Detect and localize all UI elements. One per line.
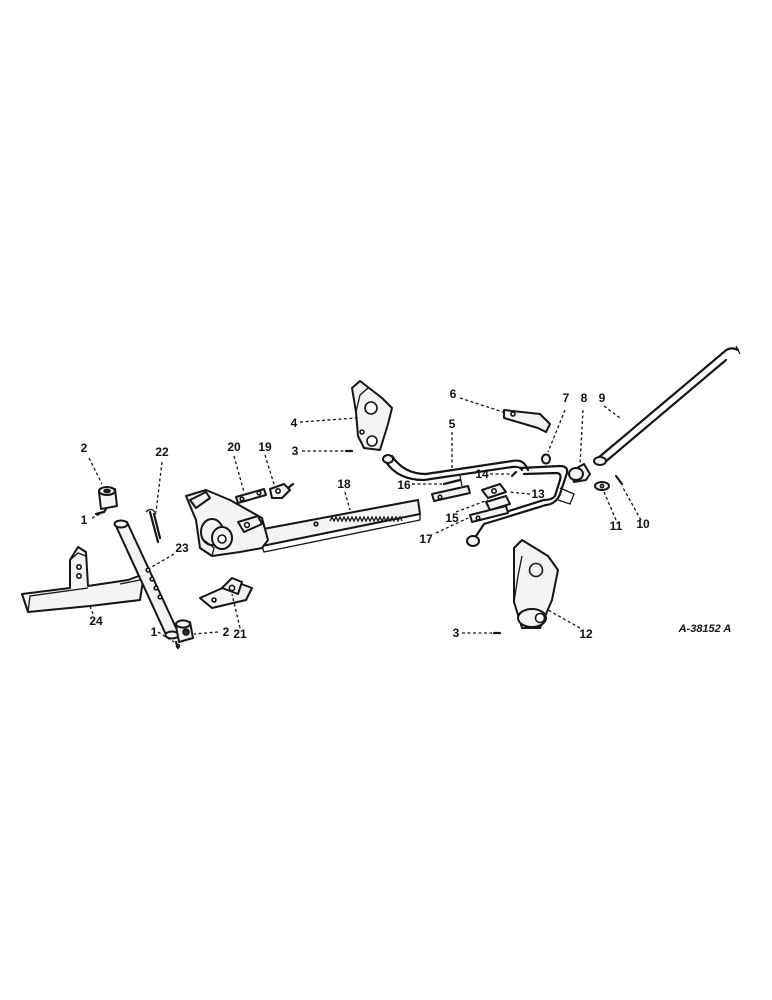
leader-22 — [155, 461, 163, 513]
callout-22: 22 — [155, 445, 169, 459]
callout-18: 18 — [337, 477, 351, 491]
callout-7: 7 — [563, 391, 570, 405]
leader-15 — [455, 499, 489, 513]
callout-21: 21 — [233, 627, 247, 641]
callout-23: 23 — [175, 541, 189, 555]
callout-4: 4 — [291, 416, 298, 430]
callout-14: 14 — [475, 467, 489, 481]
leader-4 — [299, 417, 357, 423]
part-10-pin — [614, 474, 624, 486]
callout-11: 11 — [610, 519, 623, 533]
leader-lines — [88, 397, 642, 643]
leader-7 — [547, 409, 566, 453]
callout-9: 9 — [599, 391, 606, 405]
leader-19 — [264, 454, 275, 485]
leader-10 — [621, 485, 642, 521]
callout-8: 8 — [581, 391, 588, 405]
callout-12: 12 — [579, 627, 593, 641]
part-8-coupling — [568, 463, 591, 483]
leader-8 — [579, 409, 584, 465]
part-13-clevis — [481, 483, 511, 511]
callout-3-upper: 3 — [292, 444, 299, 458]
leader-24 — [89, 605, 94, 615]
leader-17 — [435, 517, 469, 534]
callout-1-upper: 1 — [81, 513, 88, 527]
part-14-pin — [510, 470, 518, 478]
part-2-collar-lower — [175, 619, 194, 643]
leader-6 — [459, 397, 507, 414]
callout-2-upper: 2 — [81, 441, 88, 455]
part-24-bracket — [21, 546, 145, 613]
part-17-link — [469, 505, 509, 523]
part-1-set-screw-lower — [174, 640, 181, 650]
part-20-link — [235, 488, 267, 504]
drawing-reference: A-38152 A — [678, 623, 732, 635]
callout-6: 6 — [450, 387, 457, 401]
leader-11 — [603, 491, 617, 521]
part-1-set-screw-upper — [94, 507, 108, 516]
callout-10: 10 — [636, 517, 650, 531]
callout-labels: 2 1 22 23 24 1 2 20 19 18 21 4 3 5 6 7 8… — [81, 387, 732, 641]
leader-20 — [233, 455, 245, 493]
leader-2-lower — [193, 631, 219, 635]
leader-1-upper — [91, 513, 101, 519]
leader-9 — [603, 405, 621, 419]
callout-24: 24 — [89, 614, 103, 628]
part-11-washer — [594, 481, 610, 491]
callout-5: 5 — [449, 417, 456, 431]
part-16-bolt — [442, 475, 463, 487]
callout-1-lower: 1 — [151, 625, 158, 639]
part-18-lever-bar — [185, 489, 421, 558]
leader-2-upper — [88, 457, 103, 485]
part-7-nut — [541, 453, 551, 465]
callout-17: 17 — [419, 532, 433, 546]
part-21-bracket — [199, 577, 253, 609]
callout-2-lower: 2 — [223, 625, 230, 639]
callout-19: 19 — [258, 440, 272, 454]
part-6-lever-arm — [503, 409, 551, 433]
part-2-collar-upper — [98, 486, 118, 510]
callout-20: 20 — [227, 440, 241, 454]
leader-21 — [231, 593, 241, 629]
part-4-bracket — [351, 380, 393, 451]
leader-23 — [149, 553, 175, 569]
part-15-link — [431, 485, 471, 502]
part-23-shaft — [113, 519, 180, 640]
part-19-pawl — [269, 482, 295, 499]
part-22-pin — [145, 508, 162, 544]
leader-12 — [547, 609, 581, 629]
callout-3-lower: 3 — [453, 626, 460, 640]
part-5-bent-rod — [382, 454, 575, 547]
callout-15: 15 — [445, 511, 459, 525]
callout-16: 16 — [397, 478, 411, 492]
part-9-handle-rod — [593, 345, 741, 466]
callout-13: 13 — [531, 487, 545, 501]
part-12-bracket — [513, 539, 559, 629]
leader-18 — [344, 491, 351, 511]
leader-13 — [507, 491, 531, 495]
